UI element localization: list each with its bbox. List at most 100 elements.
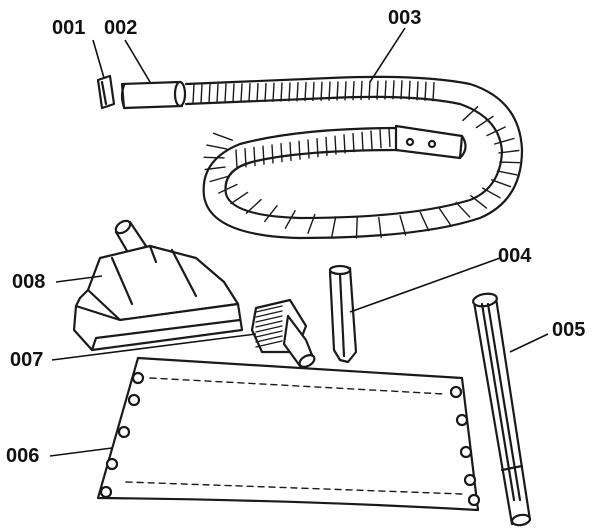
hose-rib (280, 82, 283, 102)
hose-rib (355, 217, 358, 239)
mat-grommet (131, 371, 145, 385)
hose-rib (312, 81, 315, 102)
hose-rib (493, 137, 515, 145)
hose-rib (370, 130, 373, 150)
hose-rib (419, 211, 430, 232)
hose-rib (284, 210, 296, 229)
hose-rib (208, 83, 211, 104)
hose-rib (325, 136, 328, 157)
label-007: 007 (10, 349, 43, 371)
hose-rib (289, 141, 292, 162)
part-008-power-nozzle (72, 219, 244, 352)
hose-rib (376, 80, 379, 100)
hose-rib (316, 137, 319, 158)
hose-rib (328, 81, 331, 101)
part-002-cuff (120, 80, 187, 110)
hose-rib (486, 126, 506, 137)
hose-rib (499, 161, 521, 164)
leader-003 (369, 27, 406, 83)
mat-grommet (127, 393, 141, 407)
hose-rib (262, 145, 265, 165)
hose-rib (432, 82, 435, 102)
hose-rib (203, 156, 225, 159)
hose-rib (264, 82, 267, 103)
label-004: 004 (498, 245, 532, 267)
part-004-crevice-tool (328, 264, 358, 364)
hose-rib (343, 134, 346, 154)
hose-rib (230, 191, 249, 205)
brush-bristle (255, 315, 283, 323)
hose-rib (288, 82, 291, 102)
hose-rib (424, 81, 427, 101)
part-007-dusting-brush (250, 298, 316, 368)
hose-rib (248, 83, 251, 103)
hose-rib (399, 215, 407, 236)
hose-rib (470, 195, 488, 209)
mat-grommet (117, 425, 131, 439)
hose-rib (296, 82, 299, 102)
leader-006 (49, 447, 113, 457)
hose-rib (272, 82, 275, 102)
hose-rib (253, 146, 256, 167)
hose-rib (298, 140, 301, 160)
label-005: 005 (552, 319, 585, 341)
hose-rib (368, 80, 371, 101)
hose-rib (361, 131, 364, 152)
leader-004 (349, 257, 501, 313)
leader-008 (55, 275, 103, 283)
hose-rib (304, 81, 307, 102)
hose-rib (378, 216, 382, 239)
mat-grommet (467, 493, 481, 507)
mat-grommet (449, 385, 463, 399)
leader-001 (92, 39, 105, 79)
hose-rib (400, 80, 403, 100)
hose-rib (408, 80, 411, 101)
hose-rib (264, 205, 278, 223)
hose-rib (352, 132, 355, 153)
hose-rib (307, 139, 310, 159)
hose-rib (200, 83, 203, 104)
hose-rib (235, 149, 238, 169)
hose-rib (331, 216, 337, 238)
hose-rib (280, 142, 283, 163)
brush-bristle (255, 325, 283, 333)
leader-007 (51, 333, 257, 361)
hose-rib (245, 198, 262, 214)
hose-rib (256, 82, 259, 103)
leader-002 (124, 39, 151, 83)
hose-rib (204, 166, 226, 171)
part-labels: 001 002 003 004 005 006 007 008 (6, 7, 585, 467)
part-001-end-cap (96, 74, 116, 110)
hose-rib (455, 201, 471, 218)
hose-rib (271, 144, 274, 164)
hose-rib (336, 81, 339, 101)
hose-rib (475, 115, 494, 129)
mat-grommet (105, 457, 119, 471)
hose-rib (224, 83, 227, 103)
hose-rib (481, 187, 501, 199)
hose-rib (496, 170, 518, 176)
hose-rib (206, 144, 228, 150)
brush-bristle (255, 340, 283, 348)
label-001: 001 (52, 17, 85, 39)
hose-rib (360, 80, 363, 101)
hose-rib (352, 80, 355, 101)
hose-rib (232, 83, 235, 103)
hose-rib (212, 132, 234, 141)
brush-bristle (255, 320, 283, 328)
mat-grommet (463, 473, 477, 487)
brush-bristle (255, 310, 283, 318)
hose-rib (244, 148, 247, 168)
mat-grommet (455, 413, 469, 427)
brush-bristle (255, 305, 283, 313)
part-003-hose (184, 75, 524, 240)
brush-bristle (255, 335, 283, 343)
hose-rib (209, 175, 231, 183)
hose-rib (388, 127, 391, 148)
hose-rib (216, 83, 219, 104)
hose-rib (438, 207, 452, 226)
label-003: 003 (388, 7, 421, 29)
label-008: 008 (12, 271, 45, 293)
hose-rib (334, 135, 337, 155)
